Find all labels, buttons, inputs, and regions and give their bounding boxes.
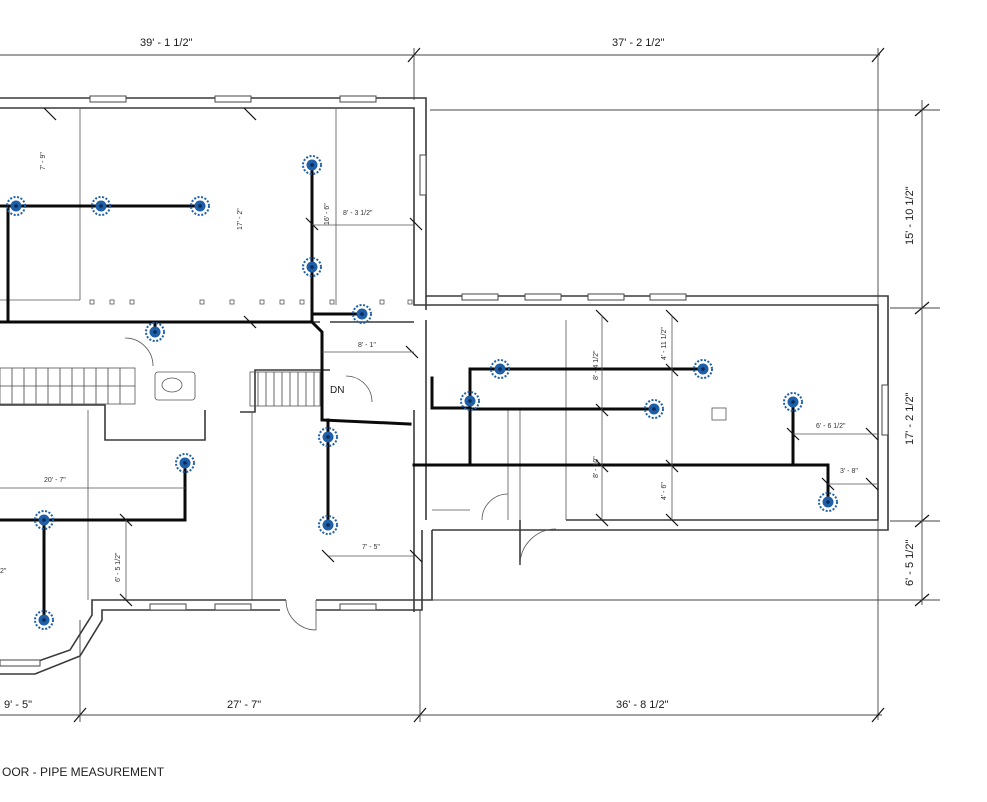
pipe-label: 8' - 10": [593, 456, 600, 478]
sprinkler-head-icon: [490, 359, 510, 379]
pipe-label: 8' - 1": [358, 342, 376, 349]
stairs-left: [0, 367, 136, 405]
wall-markers: [89, 299, 413, 305]
dim-right-upper: 15' - 10 1/2": [904, 186, 916, 245]
sprinkler-head-icon: [318, 515, 338, 535]
pipe-label: 7' - 5": [362, 544, 380, 551]
dim-top-right: 37' - 2 1/2": [612, 37, 665, 49]
pipe-label: 6' - 5 1/2": [115, 552, 122, 582]
pipe-label: 3' - 8": [840, 468, 858, 475]
dim-bottom-c: 36' - 8 1/2": [616, 699, 669, 711]
sprinkler-heads: [6, 155, 838, 630]
pipe-label: 2": [0, 568, 7, 575]
dim-bottom-a: 9' - 5": [4, 699, 32, 711]
dimension-labels: 39' - 1 1/2" 37' - 2 1/2" 9' - 5" 27' - …: [4, 37, 916, 711]
pipe-label: 6' - 6 1/2": [816, 423, 846, 430]
pipe-labels: 7' - 9" 17' - 2" 16' - 6" 8' - 3 1/2" 8'…: [0, 152, 858, 582]
pipe-run: [430, 376, 472, 410]
pipe-label: 7' - 9": [40, 152, 47, 170]
pipe-label: 4' - 11 1/2": [661, 327, 668, 360]
pipe-label: 17' - 2": [237, 208, 244, 230]
sprinkler-head-icon: [190, 196, 210, 216]
dim-top-left: 39' - 1 1/2": [140, 37, 193, 49]
pipe-run: [412, 463, 830, 504]
sprinkler-head-icon: [352, 304, 372, 324]
plan-title: OOR - PIPE MEASUREMENT: [2, 765, 165, 779]
pipe-label: 4' - 6": [661, 482, 668, 500]
pipe-run: [0, 461, 187, 522]
pipe-label: 16' - 6": [324, 203, 331, 225]
sprinkler-head-icon: [818, 492, 838, 512]
pipe-runs: [0, 163, 830, 622]
pipe-label: 8' - 4 1/2": [593, 350, 600, 380]
sprinkler-head-icon: [318, 427, 338, 447]
dim-right-middle: 17' - 2 1/2": [904, 392, 916, 445]
pipe-label: 8' - 3 1/2": [343, 210, 373, 217]
dim-right-lower: 6' - 5 1/2": [904, 540, 916, 586]
sprinkler-head-icon: [34, 610, 54, 630]
sprinkler-head-icon: [302, 155, 322, 175]
pipe-measure-lines: [0, 224, 878, 600]
sprinkler-head-icon: [644, 399, 664, 419]
sprinkler-head-icon: [783, 392, 803, 412]
sprinkler-head-icon: [6, 196, 26, 216]
sprinkler-head-icon: [693, 359, 713, 379]
sprinkler-head-icon: [91, 196, 111, 216]
pipe-label: 20' - 7": [44, 477, 66, 484]
sprinkler-head-icon: [302, 257, 322, 277]
sprinkler-head-icon: [175, 453, 195, 473]
dim-bottom-b: 27' - 7": [227, 699, 261, 711]
sprinkler-head-icon: [34, 510, 54, 530]
sprinkler-head-icon: [460, 391, 480, 411]
sprinkler-head-icon: [145, 322, 165, 342]
stairs-right: [249, 371, 321, 407]
pipe-run: [309, 319, 412, 426]
stair-direction-label: DN: [330, 385, 344, 396]
windows: [0, 95, 889, 667]
pipe-measure-ticks: [43, 107, 879, 607]
